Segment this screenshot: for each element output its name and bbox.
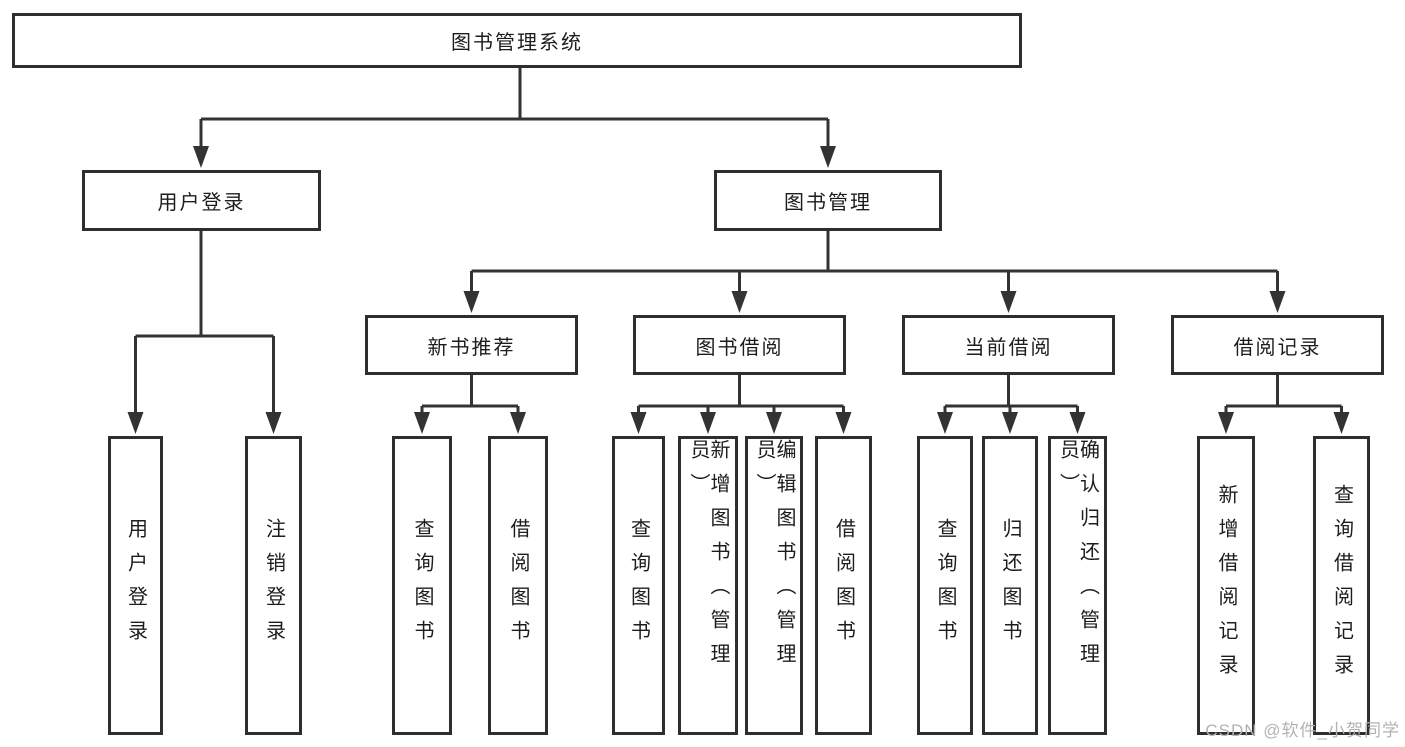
arrowhead <box>1069 412 1086 434</box>
leaf-confirm-return-admin: 确认归还（管理员） <box>1048 436 1107 735</box>
leaf-borrow-books-recommend: 借阅图书 <box>488 436 548 735</box>
connector-records-children <box>1218 375 1350 434</box>
arrowhead <box>1218 412 1234 434</box>
connector-borrowing-children <box>630 375 852 434</box>
arrowhead <box>510 412 526 434</box>
node-book-management-group: 图书管理 <box>714 170 942 231</box>
node-current-borrowing: 当前借阅 <box>902 315 1115 375</box>
csdn-watermark: CSDN @软件_小贺同学 <box>1205 721 1400 740</box>
leaf-query-books-recommend: 查询图书 <box>392 436 452 735</box>
node-user-login-group: 用户登录 <box>82 170 321 231</box>
arrowhead <box>1333 412 1350 434</box>
leaf-add-book-admin: 新增图书（管理员） <box>678 436 738 735</box>
arrowhead <box>820 146 836 168</box>
arrowhead <box>1000 291 1017 313</box>
arrowhead <box>835 412 852 434</box>
leaf-query-borrow-record: 查询借阅记录 <box>1313 436 1370 735</box>
arrowhead <box>463 291 480 313</box>
node-book-borrowing: 图书借阅 <box>633 315 846 375</box>
connector-book-mgmt-branch <box>463 231 1286 313</box>
arrowhead <box>193 146 209 168</box>
arrowhead <box>1269 291 1286 313</box>
node-borrowing-records: 借阅记录 <box>1171 315 1384 375</box>
node-library-management-system: 图书管理系统 <box>12 13 1022 68</box>
connector-recommend-children <box>414 375 526 434</box>
connector-root-split <box>193 68 836 168</box>
arrowhead <box>700 412 716 434</box>
arrowhead <box>414 412 430 434</box>
leaf-logout: 注销登录 <box>245 436 302 735</box>
arrowhead <box>265 412 282 434</box>
arrowhead <box>731 291 748 313</box>
leaf-add-borrow-record: 新增借阅记录 <box>1197 436 1255 735</box>
leaf-user-login: 用户登录 <box>108 436 163 735</box>
connector-current-children <box>937 375 1086 434</box>
arrowhead <box>937 412 953 434</box>
leaf-return-book: 归还图书 <box>982 436 1038 735</box>
arrowhead <box>630 412 647 434</box>
leaf-query-books-current: 查询图书 <box>917 436 973 735</box>
connector-user-login-branch <box>127 231 282 434</box>
node-new-book-recommend: 新书推荐 <box>365 315 578 375</box>
arrowhead <box>766 412 782 434</box>
leaf-edit-book-admin: 编辑图书（管理员） <box>745 436 803 735</box>
arrowhead <box>1002 412 1018 434</box>
leaf-query-books-borrowing: 查询图书 <box>612 436 665 735</box>
arrowhead <box>127 412 144 434</box>
leaf-borrow-books-borrowing: 借阅图书 <box>815 436 872 735</box>
